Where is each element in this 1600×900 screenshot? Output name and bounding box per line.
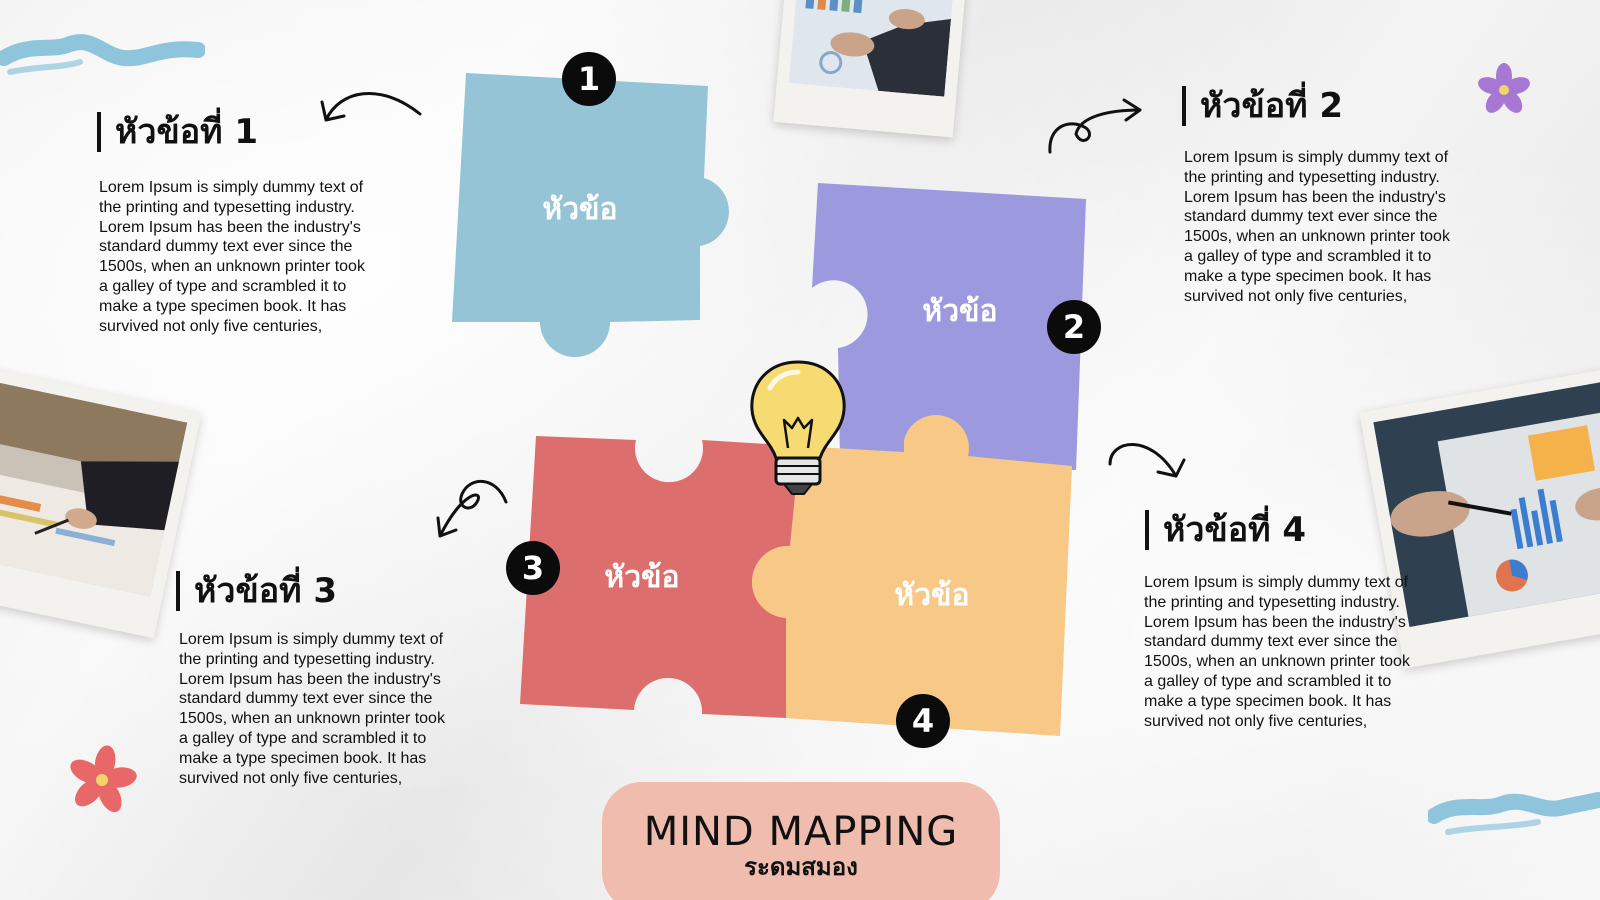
topic-3-heading: หัวข้อที่ 3 [176,571,337,611]
arrow-icon [320,92,422,122]
flower-icon [1478,63,1530,113]
arrow-icon [1048,98,1142,154]
puzzle-piece-4 [751,414,1072,736]
puzzle-piece-1 [452,73,729,357]
topic-2-body: Lorem Ipsum is simply dummy text of the … [1184,149,1450,305]
topic-1-body: Lorem Ipsum is simply dummy text of the … [99,179,365,335]
puzzle-label-1: หัวข้อ [542,192,618,227]
brush-stroke-icon [0,34,205,75]
photo-icon [1359,367,1600,669]
lightbulb-icon [750,360,846,495]
number-badge-1: 1 [562,52,616,106]
topic-3-body: Lorem Ipsum is simply dummy text of the … [179,631,445,787]
number-badge-2: 2 [1047,300,1101,354]
puzzle-piece-3 [520,436,800,718]
brush-stroke-icon [1428,792,1600,835]
topic-2-heading: หัวข้อที่ 2 [1182,86,1343,126]
arrow-icon [1108,443,1186,478]
arrow-icon [436,479,508,538]
topic-4-heading: หัวข้อที่ 4 [1145,510,1306,550]
puzzle-label-4: หัวข้อ [894,578,970,613]
photo-icon [0,367,202,639]
puzzle-label-3: หัวข้อ [604,560,680,595]
topic-1-heading: หัวข้อที่ 1 [97,112,258,152]
puzzle-piece-2 [812,183,1086,470]
page-subtitle: ระดมสมอง [744,853,858,881]
photo-icon [773,0,967,138]
number-badge-4: 4 [896,694,950,748]
flower-icon [70,745,137,813]
number-badge-3: 3 [506,541,560,595]
page-title: MIND MAPPING [643,809,959,855]
title-box: MIND MAPPING ระดมสมอง [602,782,1000,900]
puzzle-label-2: หัวข้อ [922,294,998,329]
topic-4-body: Lorem Ipsum is simply dummy text of the … [1144,574,1410,730]
